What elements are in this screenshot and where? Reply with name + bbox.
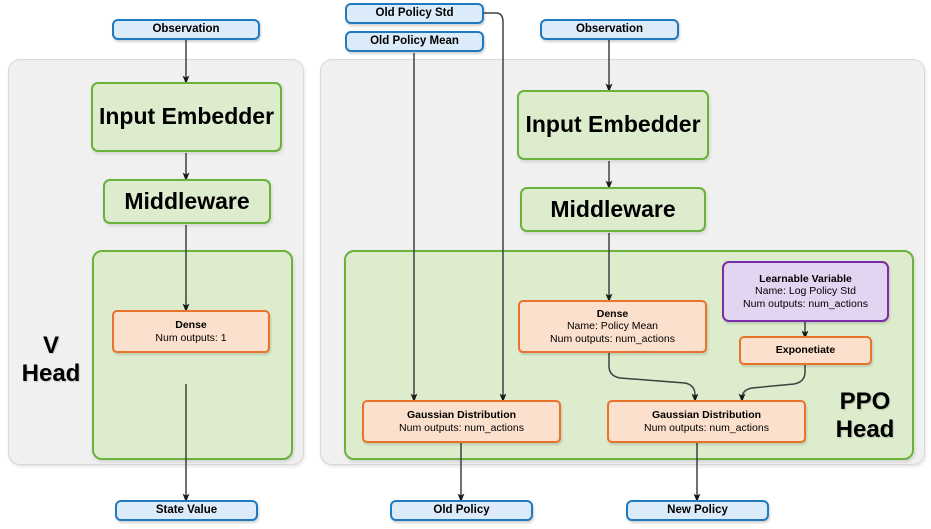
exponetiate-title: Exponetiate xyxy=(775,344,836,357)
dense-v-title: Dense xyxy=(175,319,207,332)
old-policy-std-input-label: Old Policy Std xyxy=(375,6,454,19)
v-head-label-line1: V xyxy=(42,332,59,359)
old-policy-output[interactable]: Old Policy xyxy=(390,500,533,521)
observation-input-ppo[interactable]: Observation xyxy=(540,19,679,40)
v-head-label-line2: Head xyxy=(21,360,81,388)
old-policy-mean-input[interactable]: Old Policy Mean xyxy=(345,31,484,52)
learnable-variable-title: Learnable Variable xyxy=(759,272,852,285)
observation-input-v[interactable]: Observation xyxy=(112,19,260,40)
ppo-head-label: PPO Head xyxy=(820,388,910,445)
gaussian-distribution-new[interactable]: Gaussian Distribution Num outputs: num_a… xyxy=(607,400,806,443)
ppo-head-label-line2: Head xyxy=(835,416,895,444)
gaussian-distribution-old[interactable]: Gaussian Distribution Num outputs: num_a… xyxy=(362,400,561,443)
dense-policy-mean-title: Dense xyxy=(596,307,629,320)
middleware-v-label: Middleware xyxy=(124,187,250,214)
gaussian-distribution-old-num-outputs: Num outputs: num_actions xyxy=(399,421,524,434)
old-policy-std-input[interactable]: Old Policy Std xyxy=(345,3,484,24)
learnable-variable-name: Name: Log Policy Std xyxy=(755,285,856,298)
dense-policy-mean-num-outputs: Num outputs: num_actions xyxy=(550,332,675,345)
state-value-output-label: State Value xyxy=(155,503,218,516)
exponetiate[interactable]: Exponetiate xyxy=(739,336,872,365)
middleware-ppo[interactable]: Middleware xyxy=(520,187,706,232)
new-policy-output[interactable]: New Policy xyxy=(626,500,769,521)
gaussian-distribution-new-num-outputs: Num outputs: num_actions xyxy=(644,421,769,434)
observation-input-ppo-label: Observation xyxy=(575,22,644,35)
middleware-v[interactable]: Middleware xyxy=(103,179,271,224)
old-policy-output-label: Old Policy xyxy=(433,503,490,516)
gaussian-distribution-new-title: Gaussian Distribution xyxy=(651,409,762,422)
ppo-head-label-line1: PPO xyxy=(839,388,891,415)
input-embedder-ppo[interactable]: Input Embedder xyxy=(517,90,709,160)
learnable-variable-log-policy-std[interactable]: Learnable Variable Name: Log Policy Std … xyxy=(722,261,889,322)
new-policy-output-label: New Policy xyxy=(667,503,728,516)
learnable-variable-num-outputs: Num outputs: num_actions xyxy=(743,297,868,310)
gaussian-distribution-old-title: Gaussian Distribution xyxy=(406,409,517,422)
old-policy-mean-input-label: Old Policy Mean xyxy=(370,34,459,47)
middleware-ppo-label: Middleware xyxy=(550,195,676,222)
dense-policy-mean[interactable]: Dense Name: Policy Mean Num outputs: num… xyxy=(518,300,707,353)
input-embedder-v[interactable]: Input Embedder xyxy=(91,82,282,152)
dense-v-num-outputs: Num outputs: 1 xyxy=(155,331,227,344)
state-value-output[interactable]: State Value xyxy=(115,500,258,521)
input-embedder-v-label: Input Embedder xyxy=(98,103,275,130)
dense-v[interactable]: Dense Num outputs: 1 xyxy=(112,310,270,353)
dense-policy-mean-name: Name: Policy Mean xyxy=(566,320,659,333)
v-head-output-group xyxy=(92,250,293,460)
v-head-label: V Head xyxy=(14,332,88,389)
observation-input-v-label: Observation xyxy=(152,22,220,35)
input-embedder-ppo-label: Input Embedder xyxy=(525,111,701,138)
